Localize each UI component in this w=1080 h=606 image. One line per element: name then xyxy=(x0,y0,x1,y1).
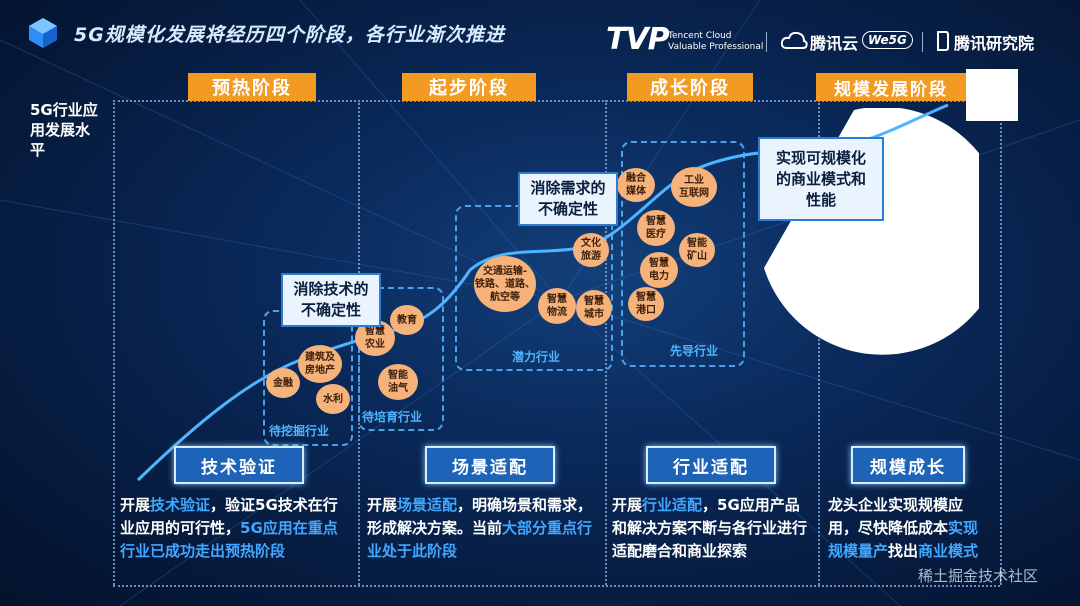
desc-text: ，明确场景和需求，形成解决方案。 xyxy=(367,496,593,537)
brand-tvp: TVP xyxy=(606,22,670,57)
bubble-media-convergence: 融合 媒体 xyxy=(617,168,655,202)
desc-highlight: 场景适配 xyxy=(397,496,458,514)
stage-label-start: 起步阶段 xyxy=(402,73,536,101)
white-circle-shape xyxy=(764,108,979,355)
desc-text: 龙头企业实现规模应用，尽快降低成本 xyxy=(828,496,964,537)
stage-label-scale: 规模发展阶段 xyxy=(816,73,966,101)
page-title: 5G规模化发展将经历四个阶段，各行业渐次推进 xyxy=(74,24,505,46)
brand-we5g: We5G xyxy=(862,31,913,49)
cluster-label-to-be-explored: 待挖掘行业 xyxy=(269,424,330,438)
top-dotted-line xyxy=(113,100,1000,102)
bubble-construction: 建筑及 房地产 xyxy=(298,345,342,383)
cube-logo-icon xyxy=(29,18,57,48)
header-separator xyxy=(766,32,767,52)
column-divider xyxy=(605,100,607,585)
description-start: 开展场景适配，明确场景和需求，形成解决方案。当前大部分重点行业处于此阶段 xyxy=(367,494,597,563)
brand-tencent-research: 腾讯研究院 xyxy=(954,34,1035,53)
callout-demand-uncertainty: 消除需求的 不确定性 xyxy=(518,172,618,226)
column-divider xyxy=(1000,100,1002,585)
brand-tencent-cloud: 腾讯云 xyxy=(810,34,859,53)
bubble-culture-tourism: 文化 旅游 xyxy=(573,233,609,267)
bottom-dotted-line xyxy=(113,585,1000,587)
desc-highlight: 行业适配 xyxy=(642,496,703,514)
bubble-smart-logistics: 智慧 物流 xyxy=(538,288,576,324)
bubble-transportation: 交通运输- 铁路、道路、 航空等 xyxy=(474,256,536,312)
cluster-box-to-be-cultivated xyxy=(358,287,444,431)
stage-button-scenario-adaptation[interactable]: 场景适配 xyxy=(425,446,555,484)
white-square-overlay xyxy=(966,69,1018,121)
watermark: 稀土掘金技术社区 xyxy=(918,567,1039,585)
bubble-industrial-internet: 工业 互联网 xyxy=(671,167,717,207)
y-axis-label: 5G行业应用发展水平 xyxy=(30,101,98,159)
bubble-smart-power: 智慧 电力 xyxy=(640,252,678,288)
stage-label-growth: 成长阶段 xyxy=(627,73,753,101)
cluster-label-leading: 先导行业 xyxy=(670,344,719,358)
brand-tvp-caption-line2: Valuable Professional xyxy=(668,42,764,52)
desc-highlight: 大部分重点行业处于此阶段 xyxy=(367,519,593,560)
bubble-finance: 金融 xyxy=(266,368,300,398)
tencent-cloud-icon xyxy=(780,31,808,49)
brand-tvp-caption: Tencent Cloud Valuable Professional xyxy=(668,31,763,53)
description-warmup: 开展技术验证，验证5G技术在行业应用的可行性，5G应用在重点行业已成功走出预热阶… xyxy=(120,494,350,563)
bubble-smart-medical: 智慧 医疗 xyxy=(637,210,675,246)
desc-highlight: 技术验证 xyxy=(150,496,211,514)
description-growth: 开展行业适配，5G应用产品和解决方案不断与各行业进行适配磨合和商业探索 xyxy=(612,494,814,563)
desc-text: 当前 xyxy=(472,519,503,537)
desc-highlight: 5G应用在重点行业已成功走出预热阶段 xyxy=(120,519,338,560)
cluster-box-leading xyxy=(621,141,745,367)
tencent-research-icon xyxy=(937,31,949,51)
stage-button-industry-adaptation[interactable]: 行业适配 xyxy=(646,446,776,484)
desc-text: ，验证5G技术在行业应用的可行性， xyxy=(120,496,338,537)
cluster-label-potential: 潜力行业 xyxy=(512,350,561,364)
description-scale: 龙头企业实现规模应用，尽快降低成本实现规模量产找出商业模式 xyxy=(828,494,988,563)
header-separator xyxy=(922,32,923,52)
bubble-education: 教育 xyxy=(390,305,424,335)
desc-text: ，5G应用产品和解决方案不断与各行业进行适配磨合和商业探索 xyxy=(612,496,808,560)
callout-tech-uncertainty: 消除技术的 不确定性 xyxy=(281,273,381,327)
bubble-smart-mining: 智能 矿山 xyxy=(679,233,715,267)
desc-text: 开展 xyxy=(367,496,398,514)
column-divider xyxy=(818,100,820,585)
cluster-label-to-be-cultivated: 待培育行业 xyxy=(362,410,423,424)
stage-button-tech-validation[interactable]: 技术验证 xyxy=(174,446,304,484)
column-divider xyxy=(113,100,115,585)
bubble-smart-port: 智慧 港口 xyxy=(628,287,664,321)
stage-label-warmup: 预热阶段 xyxy=(188,73,316,101)
desc-text: 找出 xyxy=(888,542,919,560)
brand-tvp-caption-line1: Tencent Cloud xyxy=(668,31,732,41)
stage-button-scale-growth[interactable]: 规模成长 xyxy=(851,446,965,484)
desc-text: 开展 xyxy=(612,496,643,514)
desc-text: 开展 xyxy=(120,496,151,514)
desc-highlight: 实现规模量产 xyxy=(828,519,979,560)
desc-highlight: 商业模式 xyxy=(918,542,979,560)
bubble-smart-oil-gas: 智能 油气 xyxy=(378,364,418,400)
callout-scalable-business: 实现可规模化 的商业模式和 性能 xyxy=(758,137,884,221)
bubble-water-conservancy: 水利 xyxy=(316,384,350,414)
bubble-smart-city: 智慧 城市 xyxy=(576,290,612,326)
